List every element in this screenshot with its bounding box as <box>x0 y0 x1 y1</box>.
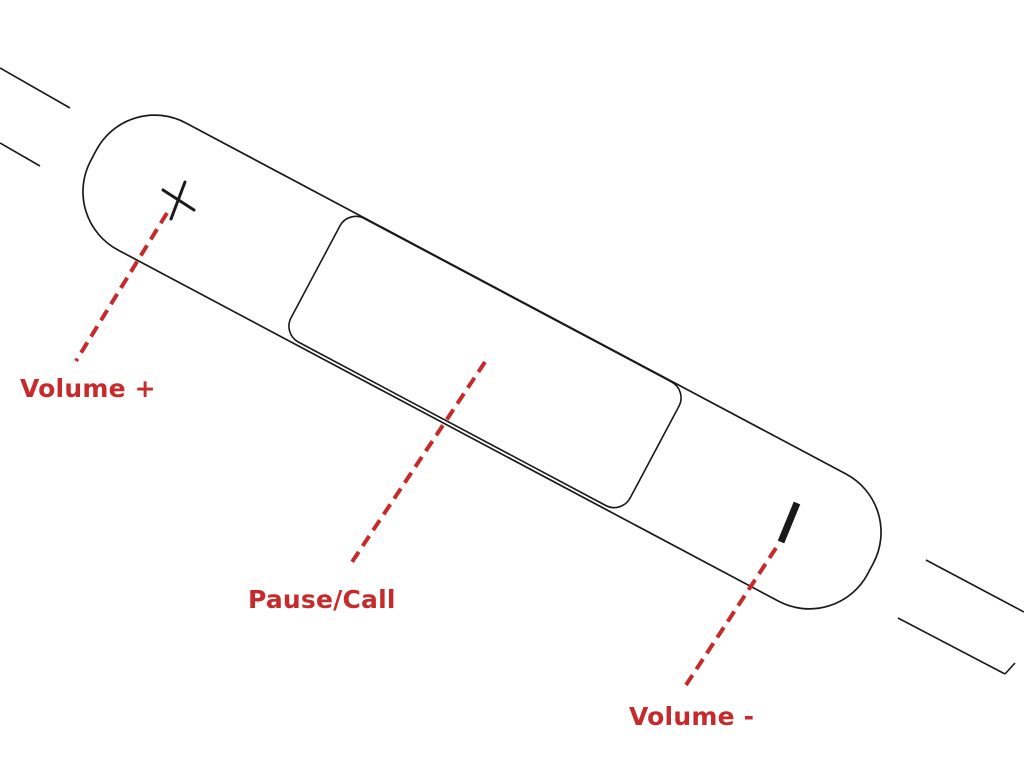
cable-top-left <box>0 67 71 167</box>
callout-line-pause <box>350 360 487 564</box>
minus-icon[interactable] <box>777 501 801 544</box>
cable-bottom-right <box>897 559 1024 675</box>
callout-label-volume-up: Volume + <box>20 374 156 403</box>
callout-line-volume-up <box>74 211 169 363</box>
callout-label-volume-down: Volume - <box>629 702 755 731</box>
callout-line-volume-down <box>684 546 778 687</box>
plus-icon[interactable] <box>161 180 196 221</box>
callout-label-pause-call: Pause/Call <box>248 585 396 614</box>
